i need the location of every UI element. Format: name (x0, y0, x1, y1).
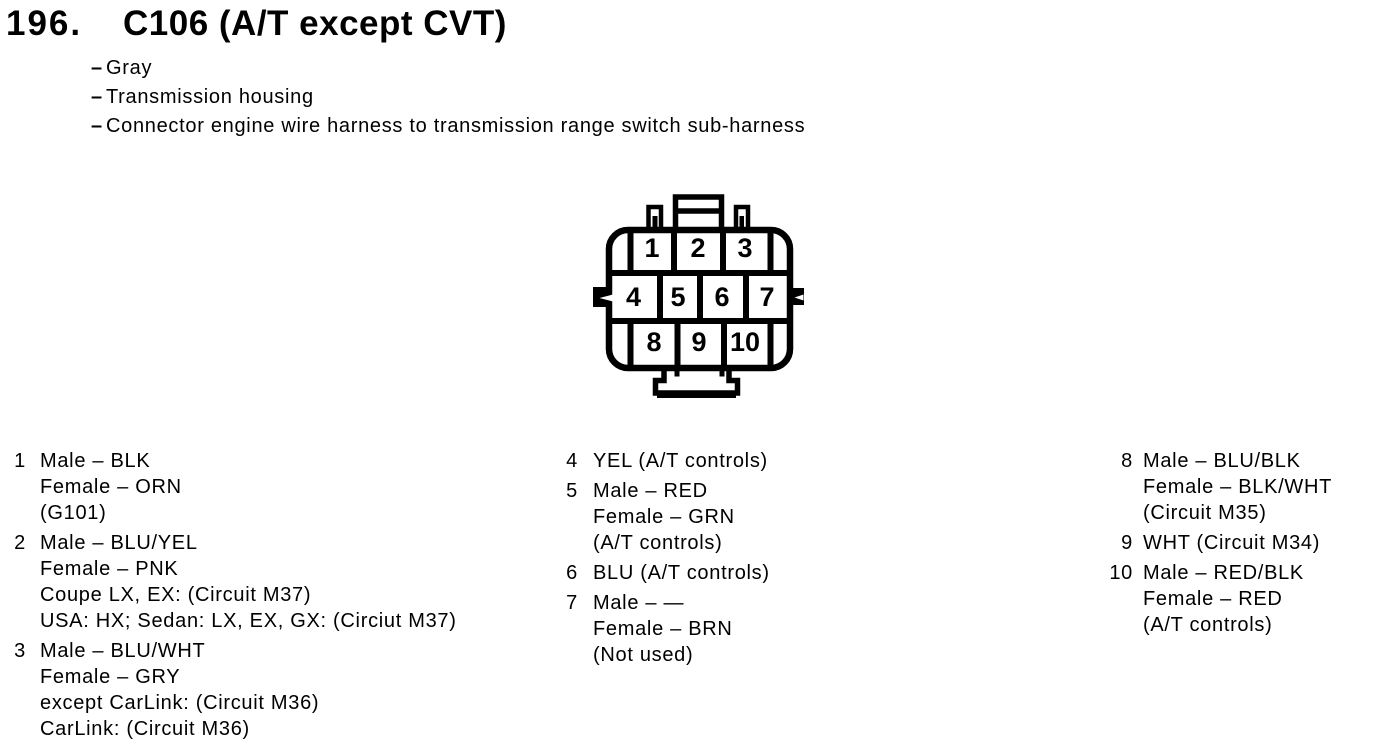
pin-line: BLU (A/T controls) (593, 562, 770, 584)
pin-entry: 1 Male – BLK Female – ORN (G101) (8, 448, 457, 526)
pin-entry: 8 Male – BLU/BLK Female – BLK/WHT (Circu… (1107, 448, 1332, 526)
pin-number: 9 (1121, 532, 1133, 554)
pin-entry: 2 Male – BLU/YEL Female – PNK Coupe LX, … (8, 530, 457, 634)
note-item: –Transmission housing (91, 83, 805, 112)
pin-line: Male – RED (593, 480, 708, 502)
note-text: Connector engine wire harness to transmi… (106, 115, 806, 137)
pin-number: 4 (566, 450, 578, 472)
dash-marker: – (91, 57, 103, 79)
pin-number: 5 (566, 480, 578, 502)
pedestal-rib (719, 367, 725, 377)
pin-line: Male – RED/BLK (1143, 562, 1304, 584)
pin-line: Male – BLU/YEL (40, 532, 198, 554)
pin-entry: 7 Male – — Female – BRN (Not used) (560, 590, 770, 668)
pin-lines: Male – BLU/BLK Female – BLK/WHT (Circuit… (1143, 448, 1332, 526)
connector-pin-8: 8 (646, 327, 661, 357)
note-item: –Gray (91, 54, 805, 83)
pin-line: Female – ORN (40, 476, 182, 498)
pin-line: Male – BLK (40, 450, 151, 472)
pin-line: (A/T controls) (593, 532, 723, 554)
section-title: C106 (A/T except CVT) (123, 4, 507, 43)
pin-entry: 10 Male – RED/BLK Female – RED (A/T cont… (1107, 560, 1332, 638)
top-tab-left-slot (652, 216, 658, 228)
pin-list-column-2: 4 YEL (A/T controls) 5 Male – RED Female… (560, 448, 770, 672)
pin-line: Female – GRY (40, 666, 181, 688)
pin-lines: Male – BLK Female – ORN (G101) (40, 448, 182, 526)
pin-line: Coupe LX, EX: (Circuit M37) (40, 584, 312, 606)
pin-line: Female – PNK (40, 558, 179, 580)
pin-line: Female – RED (1143, 588, 1283, 610)
pin-line: (G101) (40, 502, 107, 524)
pin-line: USA: HX; Sedan: LX, EX, GX: (Circiut M37… (40, 610, 457, 632)
top-tab-right-slot (739, 216, 744, 228)
connector-pin-7: 7 (759, 282, 774, 312)
pin-number: 1 (14, 450, 26, 472)
pedestal-rib (674, 367, 680, 377)
pin-number: 10 (1109, 562, 1133, 584)
pin-number: 6 (566, 562, 578, 584)
connector-pin-1: 1 (644, 233, 659, 263)
dash-marker: – (91, 86, 103, 108)
section-heading: 196. C106 (A/T except CVT) (6, 5, 507, 43)
pin-lines: Male – — Female – BRN (Not used) (593, 590, 733, 668)
note-text: Transmission housing (106, 86, 314, 108)
pin-lines: YEL (A/T controls) (593, 448, 768, 474)
connector-notes: –Gray –Transmission housing –Connector e… (91, 54, 805, 141)
pin-entry: 6 BLU (A/T controls) (560, 560, 770, 586)
pin-line: Male – — (593, 592, 685, 614)
pin-line: (A/T controls) (1143, 614, 1273, 636)
pin-entry: 3 Male – BLU/WHT Female – GRY except Car… (8, 638, 457, 742)
cavity-grid (611, 229, 788, 369)
pin-number: 3 (14, 640, 26, 662)
pin-lines: Male – RED/BLK Female – RED (A/T control… (1143, 560, 1304, 638)
pin-entry: 5 Male – RED Female – GRN (A/T controls) (560, 478, 770, 556)
pin-number: 8 (1121, 450, 1133, 472)
pin-line: Female – BLK/WHT (1143, 476, 1333, 498)
pin-line: Female – BRN (593, 618, 733, 640)
connector-pin-3: 3 (737, 233, 752, 263)
connector-pin-6: 6 (714, 282, 729, 312)
pin-entry: 9 WHT (Circuit M34) (1107, 530, 1332, 556)
note-item: –Connector engine wire harness to transm… (91, 112, 805, 141)
section-number: 196. (6, 4, 83, 43)
pin-lines: BLU (A/T controls) (593, 560, 770, 586)
pin-lines: Male – BLU/YEL Female – PNK Coupe LX, EX… (40, 530, 457, 634)
pin-lines: WHT (Circuit M34) (1143, 530, 1320, 556)
pin-lines: Male – RED Female – GRN (A/T controls) (593, 478, 735, 556)
pin-line: Female – GRN (593, 506, 735, 528)
dash-marker: – (91, 115, 103, 137)
pin-line: (Circuit M35) (1143, 502, 1267, 524)
pin-line: YEL (A/T controls) (593, 450, 768, 472)
pin-line: WHT (Circuit M34) (1143, 532, 1321, 554)
pin-line: CarLink: (Circuit M36) (40, 718, 250, 740)
pin-number: 2 (14, 532, 26, 554)
connector-pin-4: 4 (626, 282, 641, 312)
pin-list-column-3: 8 Male – BLU/BLK Female – BLK/WHT (Circu… (1107, 448, 1332, 642)
pin-line: Male – BLU/WHT (40, 640, 206, 662)
connector-pin-10: 10 (730, 327, 760, 357)
pin-number: 7 (566, 592, 578, 614)
connector-pin-9: 9 (691, 327, 706, 357)
pin-line: except CarLink: (Circuit M36) (40, 692, 320, 714)
pin-entry: 4 YEL (A/T controls) (560, 448, 770, 474)
connector-diagram: 1 2 3 4 5 6 7 8 9 10 (593, 194, 804, 398)
pedestal-base-band (657, 391, 736, 398)
pin-lines: Male – BLU/WHT Female – GRY except CarLi… (40, 638, 319, 742)
connector-pin-5: 5 (670, 282, 685, 312)
connector-pin-2: 2 (690, 233, 705, 263)
note-text: Gray (106, 57, 153, 79)
pin-list-column-1: 1 Male – BLK Female – ORN (G101) 2 Male … (8, 448, 457, 746)
pin-line: (Not used) (593, 644, 694, 666)
left-lock-notch (593, 287, 608, 307)
left-notch-slot (599, 294, 613, 302)
pin-line: Male – BLU/BLK (1143, 450, 1301, 472)
right-notch-slot (794, 294, 804, 301)
